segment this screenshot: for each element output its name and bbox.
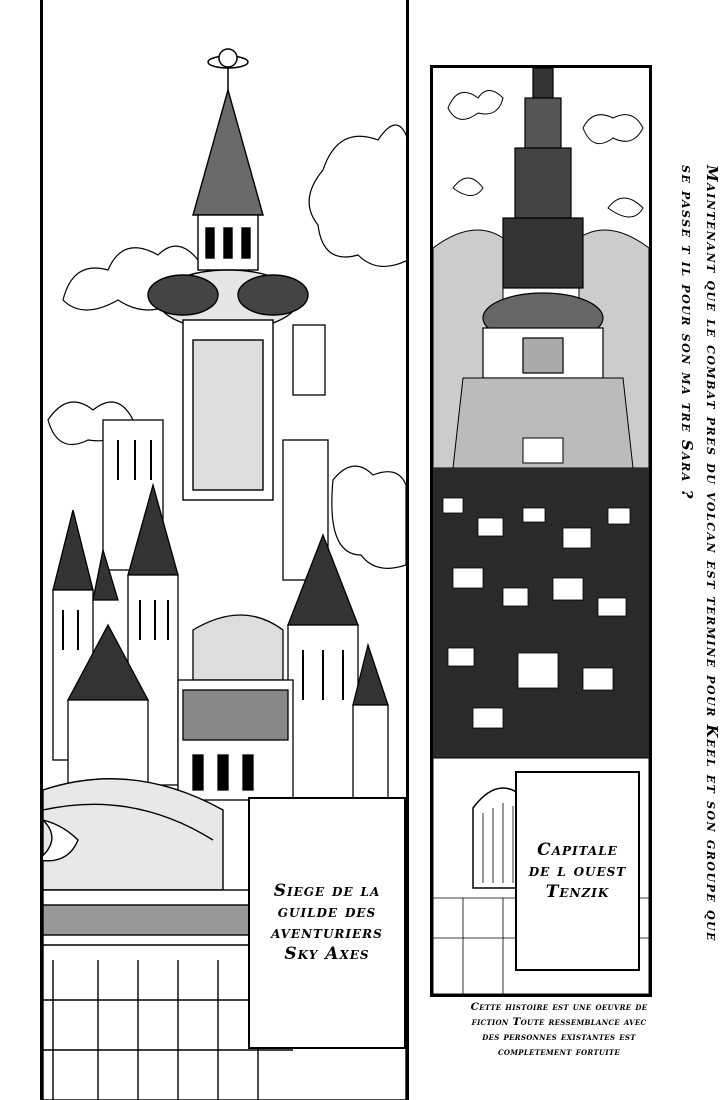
left-panel-guild-castle [40, 0, 409, 1100]
guild-caption-text: Siege de la guilde des aventuriers Sky A… [271, 881, 383, 964]
disclaimer-line: completement fortuite [497, 1046, 621, 1058]
tower-windows [62, 440, 344, 700]
city-gate-upper [522, 437, 564, 464]
capital-caption-text: Capitale de l ouest Tenzik [528, 839, 627, 902]
city-rooftops [442, 497, 631, 729]
central-hall [177, 614, 294, 801]
disclaimer-line: fiction Toute ressemblance avec [471, 1016, 647, 1028]
vertical-narration-text: Maintenant que le combat pres du volcan … [678, 165, 721, 943]
guild-caption-box: Siege de la guilde des aventuriers Sky A… [248, 797, 406, 1049]
disclaimer-line: Cette histoire est une oeuvre de [470, 1001, 648, 1013]
central-spire [147, 87, 309, 501]
castle-illustration [43, 48, 406, 1100]
sky-clouds [447, 90, 644, 218]
vertical-narration: Maintenant que le combat pres du volcan … [668, 155, 724, 945]
capital-tower [482, 68, 604, 379]
capital-caption-box: Capitale de l ouest Tenzik [515, 771, 640, 971]
disclaimer-line: des personnes existantes est [482, 1031, 636, 1043]
spire-orb [207, 48, 249, 90]
fiction-disclaimer: Cette histoire est une oeuvre de fiction… [428, 1000, 690, 1060]
